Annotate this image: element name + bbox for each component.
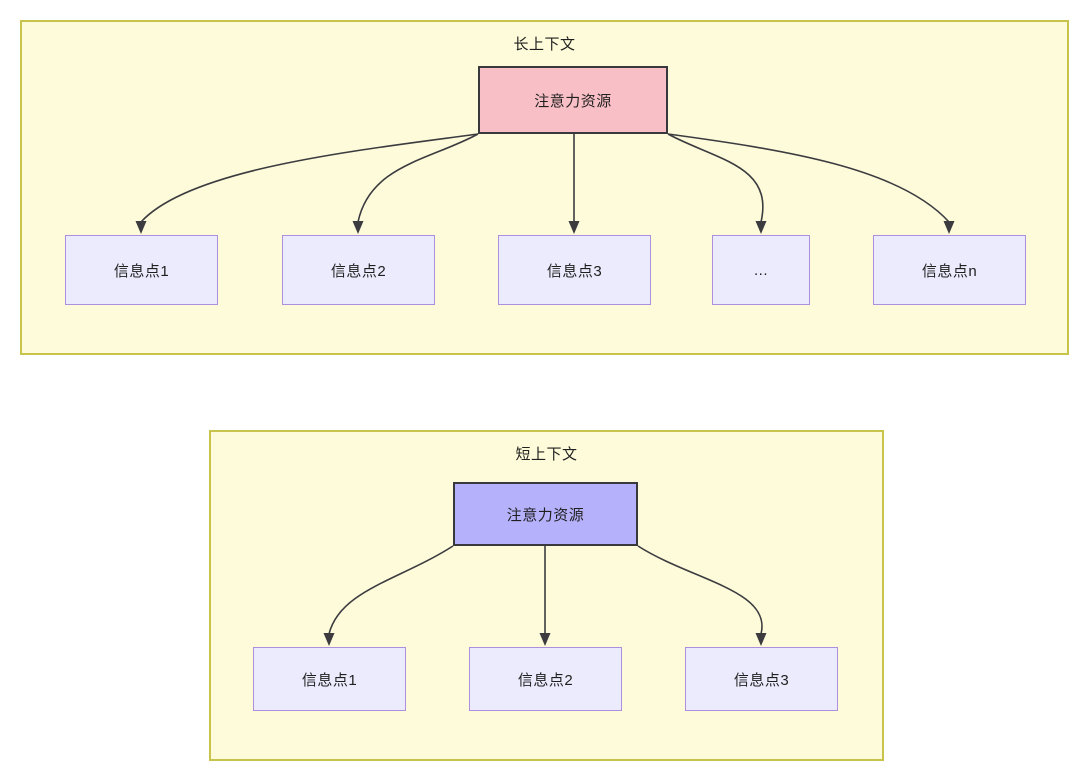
node-info-point-long-1[interactable]: 信息点1	[65, 235, 218, 305]
node-info-point-short-2[interactable]: 信息点2	[469, 647, 622, 711]
node-info-point-long-ellipsis[interactable]: ...	[712, 235, 810, 305]
node-info-point-short-3[interactable]: 信息点3	[685, 647, 838, 711]
node-info-point-long-2[interactable]: 信息点2	[282, 235, 435, 305]
group-long-context-title: 长上下文	[513, 36, 576, 53]
node-info-point-short-1[interactable]: 信息点1	[253, 647, 406, 711]
node-attention-resource-short[interactable]: 注意力资源	[453, 482, 638, 546]
node-info-point-long-3[interactable]: 信息点3	[498, 235, 651, 305]
node-info-point-long-n[interactable]: 信息点n	[873, 235, 1026, 305]
group-short-context-title: 短上下文	[515, 446, 578, 463]
node-attention-resource-long[interactable]: 注意力资源	[478, 66, 668, 134]
group-short-context[interactable]: 短上下文	[209, 430, 884, 761]
